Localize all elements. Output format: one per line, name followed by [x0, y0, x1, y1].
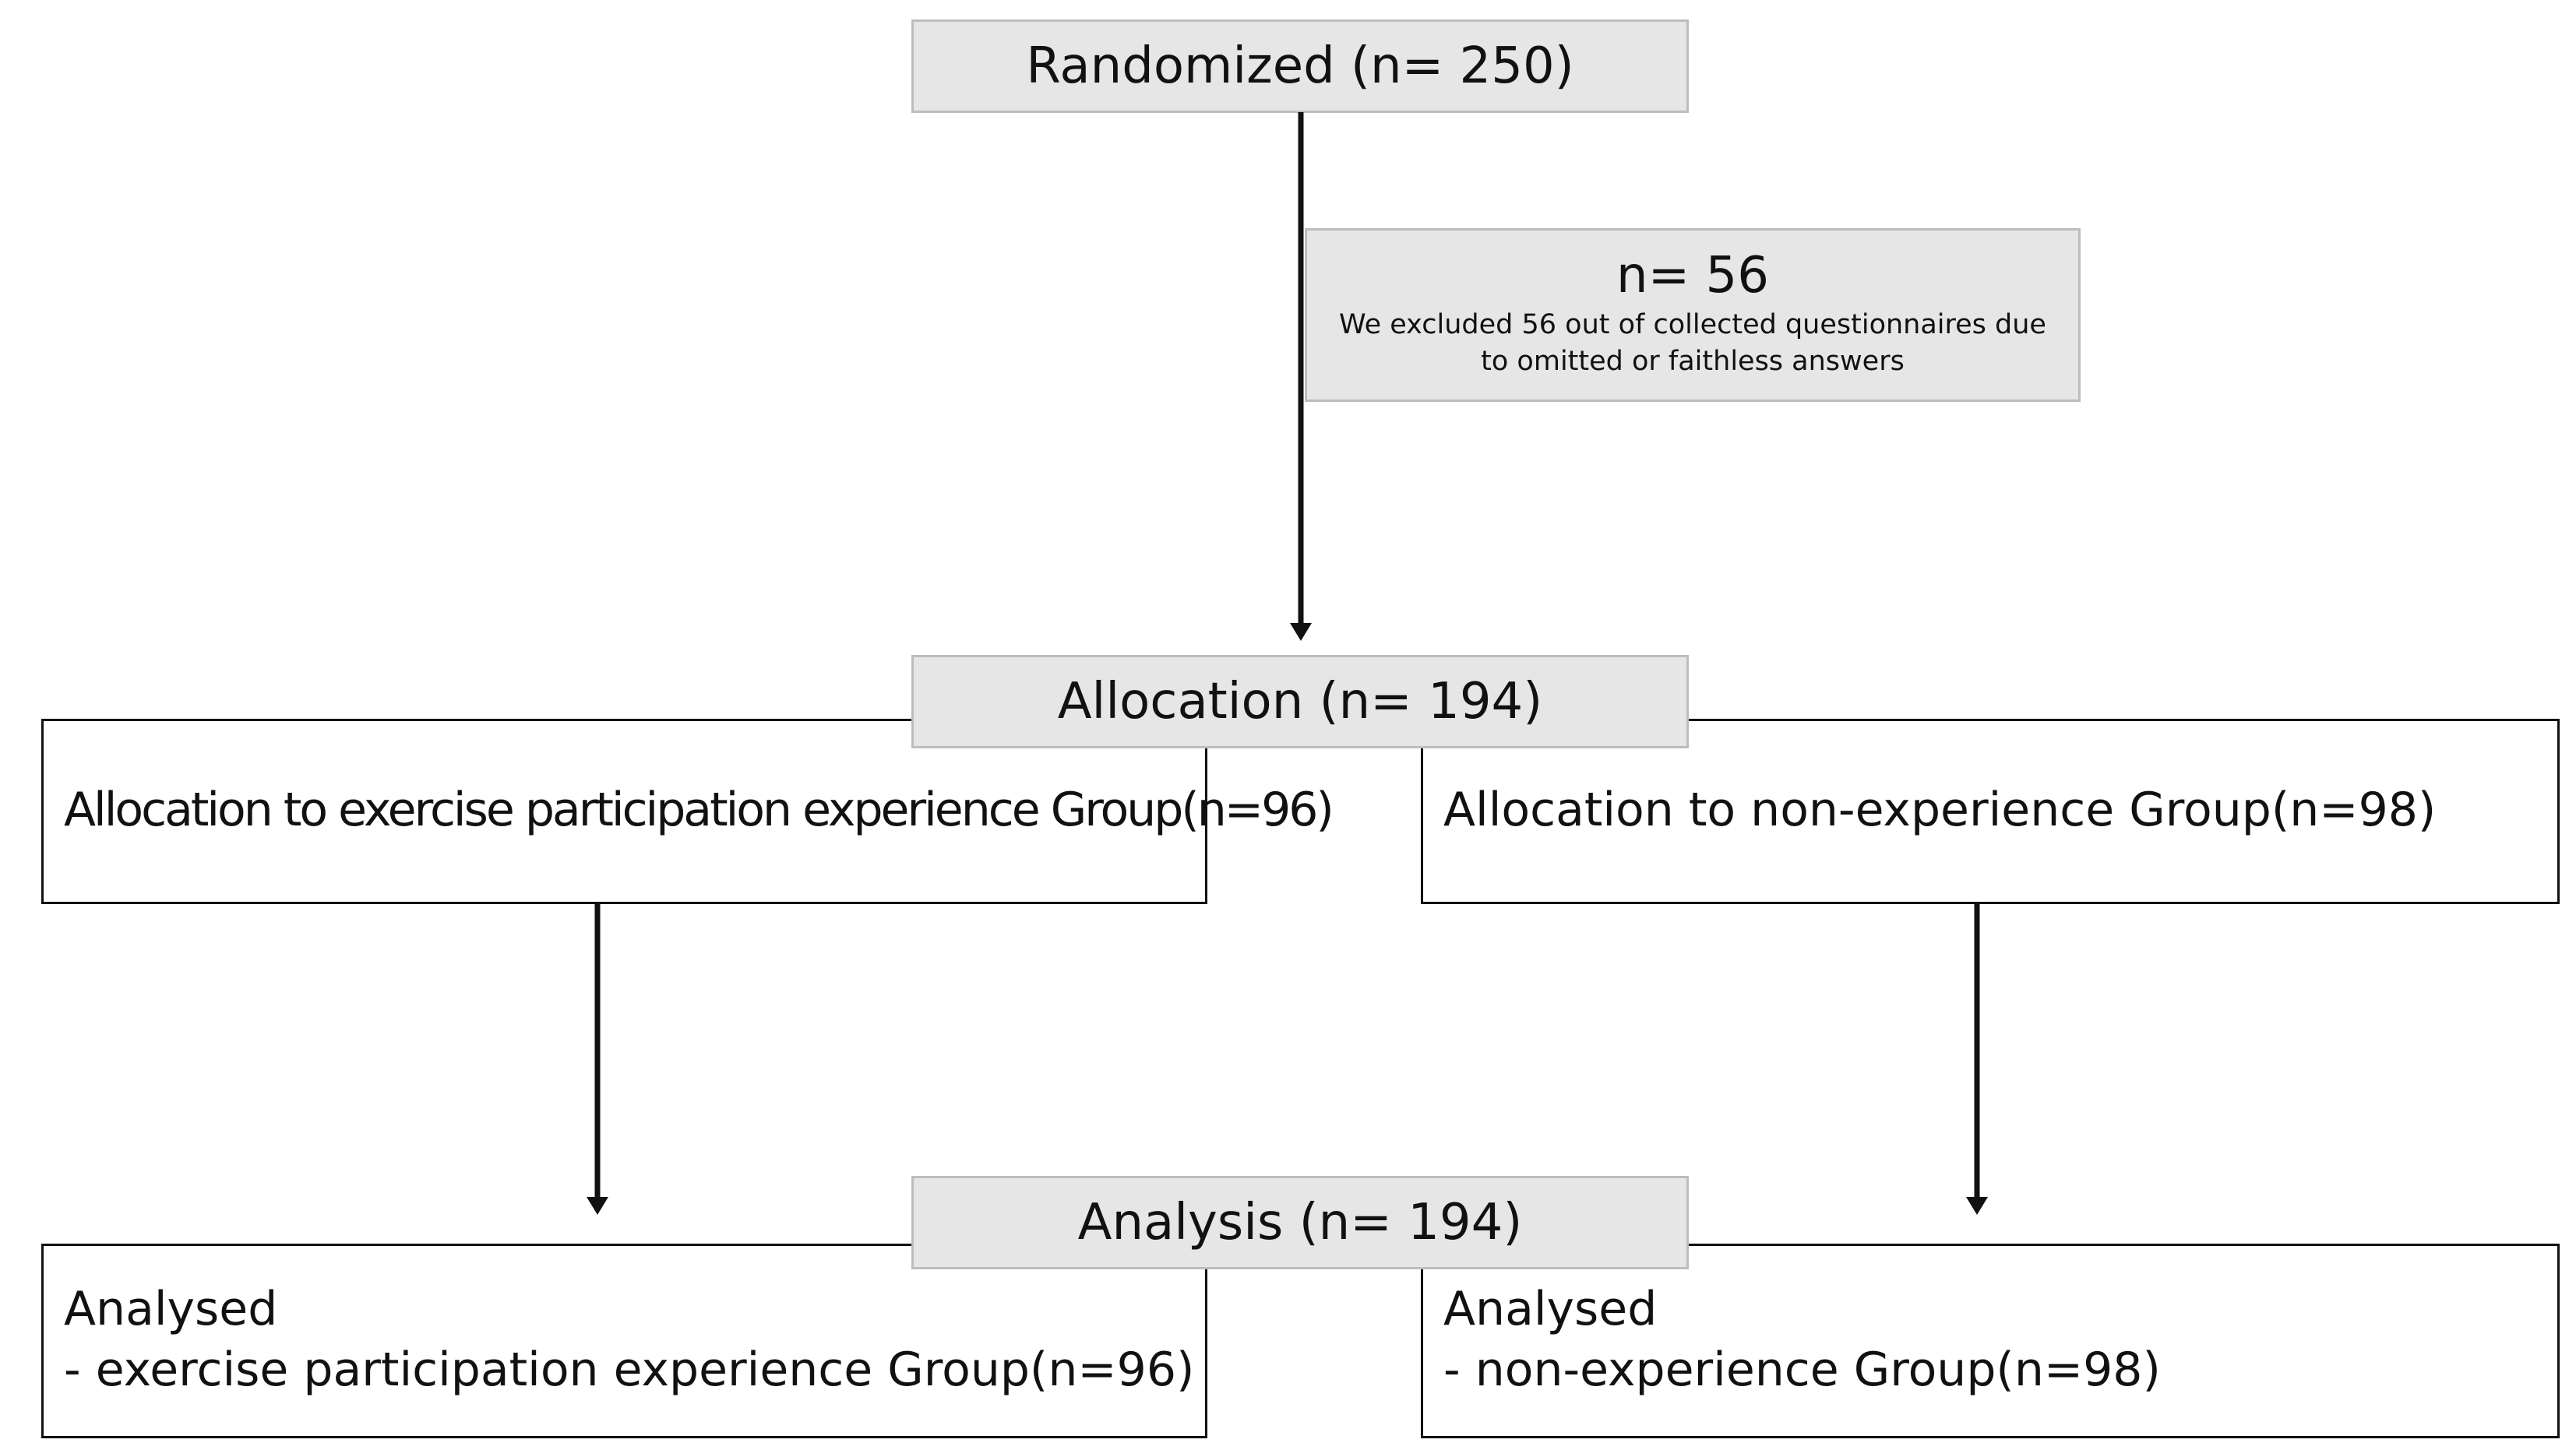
excluded-note-line2: to omitted or faithless answers: [1481, 346, 1905, 378]
allocation-right-group-label: Allocation to non-experience Group(n=98): [1443, 783, 2437, 837]
excluded-note-line1: We excluded 56 out of collected question…: [1339, 308, 2046, 340]
excluded-count: n= 56: [1616, 246, 1769, 304]
analysis-right-detail: - non-experience Group(n=98): [1443, 1343, 2161, 1397]
randomized-label: Randomized (n= 250): [1026, 37, 1574, 95]
analysis-left-title: Analysed: [64, 1282, 278, 1336]
arrowhead-left-analysis: [587, 1197, 608, 1215]
analysis-right-title: Analysed: [1443, 1282, 1658, 1336]
excluded-note: We excluded 56 out of collected question…: [1339, 307, 2046, 381]
allocation-label: Allocation (n= 194): [1057, 673, 1543, 730]
allocation-box: Allocation (n= 194): [911, 655, 1689, 748]
allocation-right-group-box: Allocation to non-experience Group(n=98): [1421, 719, 2560, 904]
allocation-left-group-box: Allocation to exercise participation exp…: [41, 719, 1334, 904]
analysis-box: Analysis (n= 194): [911, 1176, 1689, 1269]
randomized-box: Randomized (n= 250): [911, 19, 1689, 113]
allocation-left-group-label: Allocation to exercise participation exp…: [64, 783, 1334, 837]
analysis-right-box: Analysed - non-experience Group(n=98): [1421, 1244, 2560, 1438]
analysis-label: Analysis (n= 194): [1077, 1194, 1523, 1251]
excluded-box: n= 56 We excluded 56 out of collected qu…: [1305, 228, 2081, 402]
analysis-left-detail: - exercise participation experience Grou…: [64, 1343, 1195, 1397]
arrowhead-right-analysis: [1966, 1197, 1988, 1215]
arrowhead-allocation: [1290, 623, 1312, 641]
analysis-left-box: Analysed - exercise participation experi…: [41, 1244, 1207, 1438]
